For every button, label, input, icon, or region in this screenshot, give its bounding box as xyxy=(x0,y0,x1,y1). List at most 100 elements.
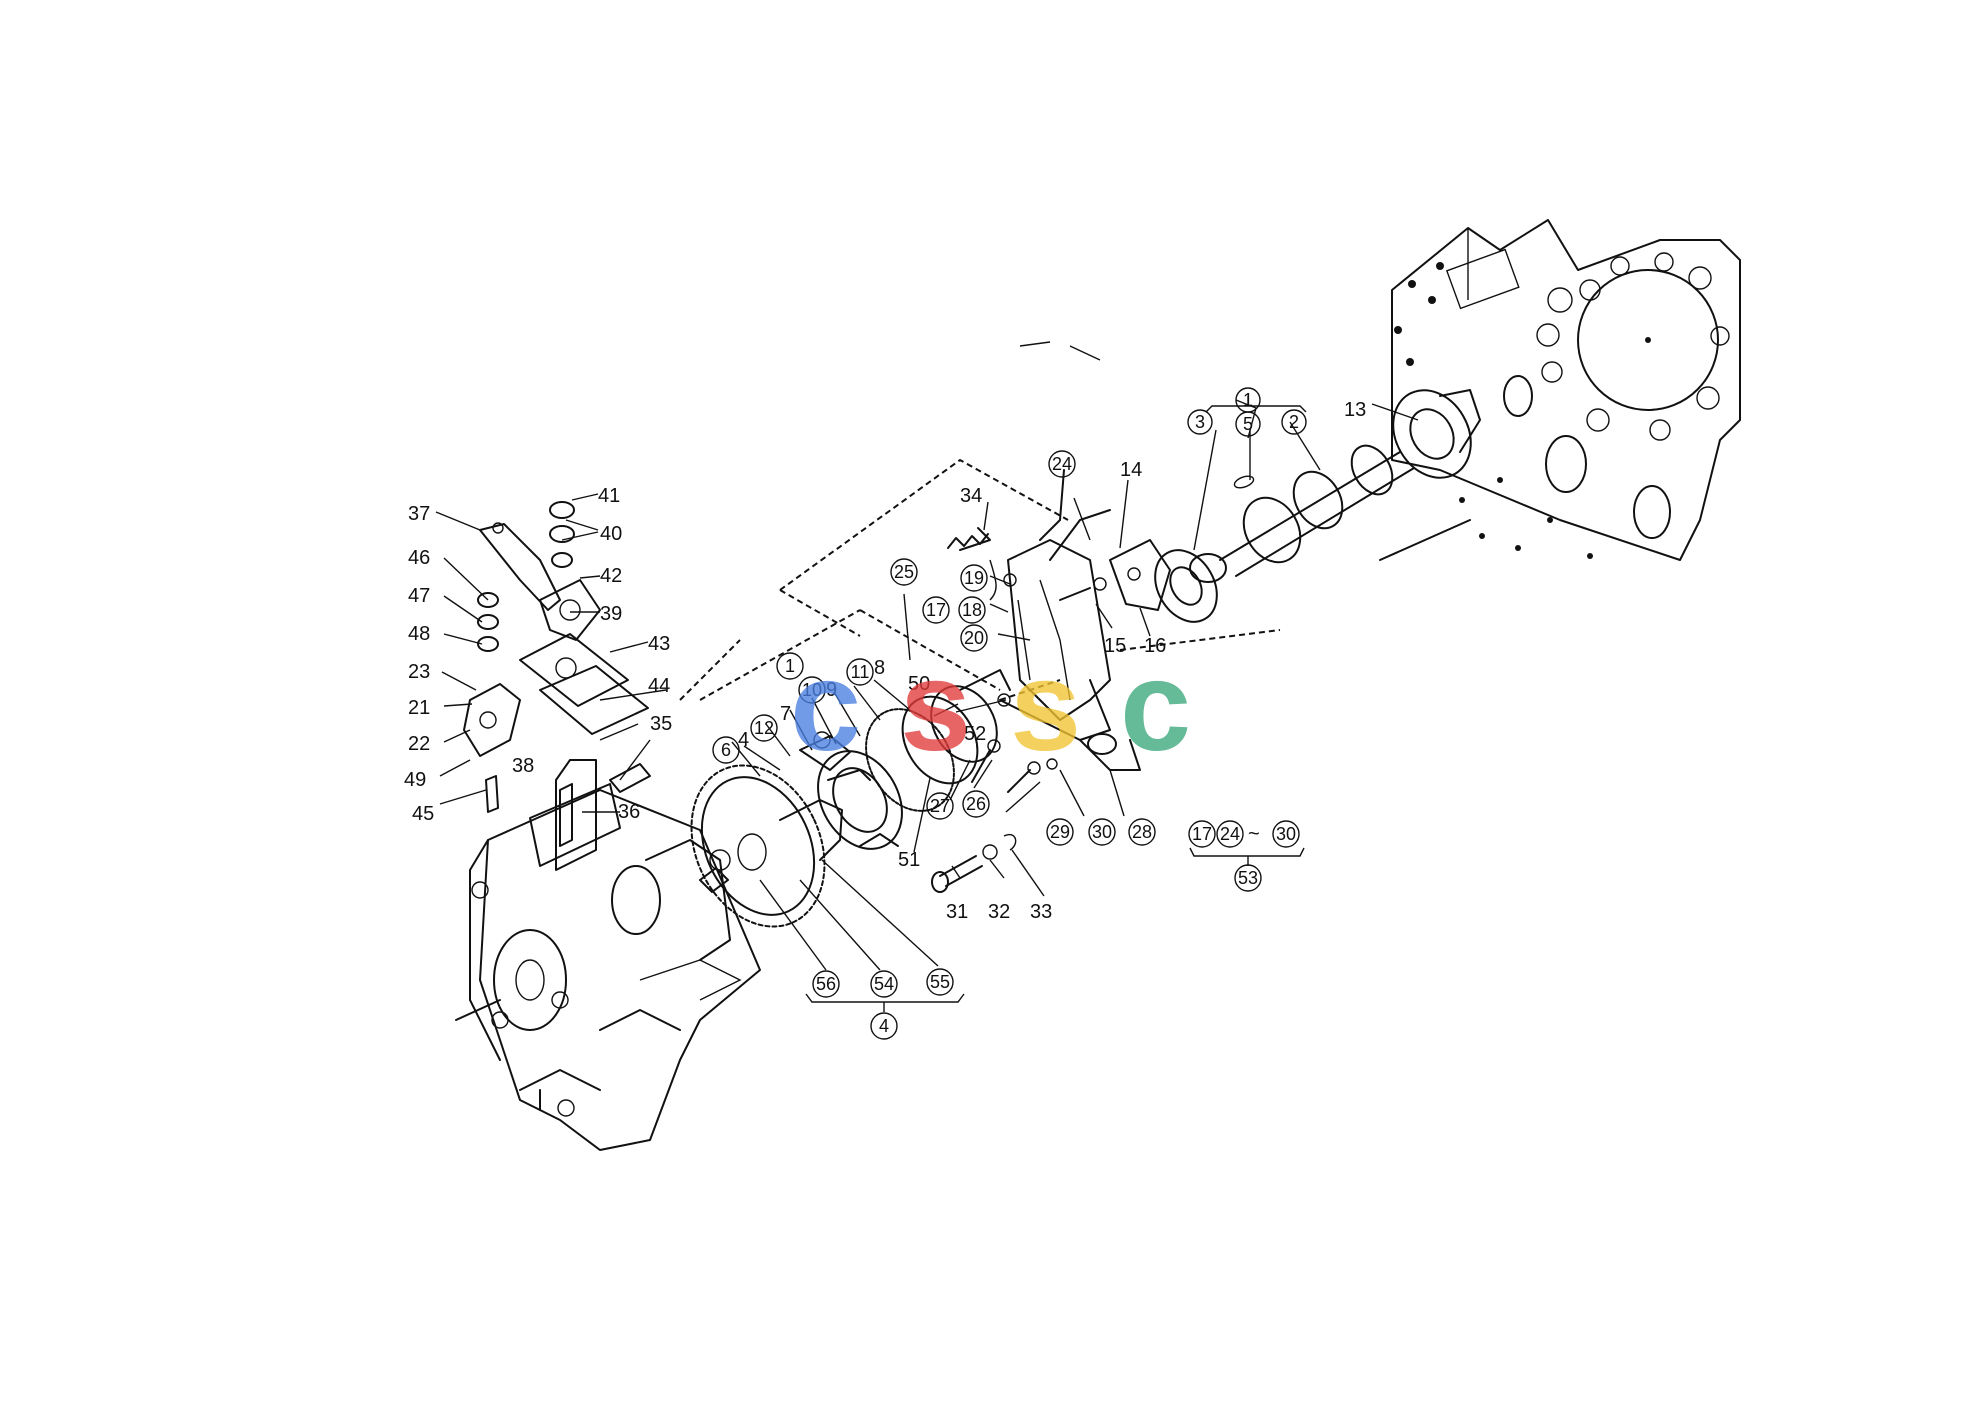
label-46: 46 xyxy=(408,547,430,569)
svg-text:27: 27 xyxy=(930,796,950,816)
label-14: 14 xyxy=(1120,459,1142,481)
bolt-set-31-33 xyxy=(931,833,1017,893)
bracket-53 xyxy=(1189,847,1305,866)
callout-5: 5 xyxy=(1235,411,1261,437)
label-34: 34 xyxy=(960,485,982,507)
gear-case-housing xyxy=(455,759,761,1151)
svg-text:4: 4 xyxy=(879,1016,889,1036)
label-23: 23 xyxy=(408,661,430,683)
svg-text:20: 20 xyxy=(964,628,984,648)
callout-4: 4 xyxy=(870,1012,898,1040)
callout-53: 53 xyxy=(1234,864,1262,892)
callout-29: 29 xyxy=(1046,818,1074,846)
label-21: 21 xyxy=(408,697,430,719)
svg-text:24: 24 xyxy=(1220,824,1240,844)
timing-gear-assembly xyxy=(690,669,1011,928)
label-33: 33 xyxy=(1030,901,1052,923)
label-50: 50 xyxy=(908,673,930,695)
svg-text:10: 10 xyxy=(802,680,822,700)
svg-text:12: 12 xyxy=(754,718,774,738)
callout-56: 56 xyxy=(812,970,840,998)
callout-30-group: 30 xyxy=(1272,820,1300,848)
reference-outline-governor xyxy=(779,458,1281,701)
callout-54: 54 xyxy=(870,970,898,998)
watermark-logo: c s s c xyxy=(790,635,1191,778)
label-45: 45 xyxy=(412,803,434,825)
svg-text:26: 26 xyxy=(966,794,986,814)
bracket-1 xyxy=(1205,396,1307,413)
lever-cover-assembly xyxy=(463,501,651,847)
label-22: 22 xyxy=(408,733,430,755)
label-47: 47 xyxy=(408,585,430,607)
label-16: 16 xyxy=(1144,635,1166,657)
callout-24: 24 xyxy=(1048,450,1076,478)
svg-text:2: 2 xyxy=(1289,412,1299,432)
callout-6: 6 xyxy=(712,736,740,764)
svg-text:56: 56 xyxy=(816,974,836,994)
svg-text:17: 17 xyxy=(1192,824,1212,844)
callout-10: 10 xyxy=(798,676,826,704)
callout-24-group: 24 xyxy=(1216,820,1244,848)
label-tilde: ~ xyxy=(1248,823,1260,845)
callout-25: 25 xyxy=(890,558,918,586)
callout-2: 2 xyxy=(1281,409,1307,435)
callout-11: 11 xyxy=(846,658,874,686)
engine-block xyxy=(1379,219,1741,561)
callout-55: 55 xyxy=(926,968,954,996)
label-52: 52 xyxy=(964,723,986,745)
callout-30: 30 xyxy=(1088,818,1116,846)
svg-text:3: 3 xyxy=(1195,412,1205,432)
svg-text:1: 1 xyxy=(785,656,795,676)
label-35: 35 xyxy=(650,713,672,735)
callout-28: 28 xyxy=(1128,818,1156,846)
callout-12: 12 xyxy=(750,714,778,742)
svg-text:53: 53 xyxy=(1238,868,1258,888)
svg-text:11: 11 xyxy=(851,662,870,682)
watermark-letter-4: c xyxy=(1120,635,1191,778)
callout-26: 26 xyxy=(962,790,990,818)
svg-text:1: 1 xyxy=(1243,390,1253,410)
label-51: 51 xyxy=(898,849,920,871)
label-8: 8 xyxy=(874,657,885,679)
callout-1-top: 1 xyxy=(1235,387,1261,413)
governor-lever-assembly xyxy=(947,469,1141,793)
svg-text:18: 18 xyxy=(962,600,982,620)
svg-text:55: 55 xyxy=(930,972,950,992)
svg-text:54: 54 xyxy=(874,974,894,994)
watermark-letter-2: s xyxy=(900,635,971,778)
label-43: 43 xyxy=(648,633,670,655)
svg-text:6: 6 xyxy=(721,740,731,760)
label-48: 48 xyxy=(408,623,430,645)
callout-3: 3 xyxy=(1187,409,1213,435)
bracket-4 xyxy=(805,993,965,1012)
label-31: 31 xyxy=(946,901,968,923)
label-15: 15 xyxy=(1104,635,1126,657)
leader-lines xyxy=(435,341,1419,971)
reference-outline-gear xyxy=(679,609,1001,701)
svg-text:29: 29 xyxy=(1050,822,1070,842)
label-39: 39 xyxy=(600,603,622,625)
label-49: 49 xyxy=(404,769,426,791)
label-32: 32 xyxy=(988,901,1010,923)
svg-text:5: 5 xyxy=(1243,414,1253,434)
callout-17: 17 xyxy=(922,596,950,624)
svg-text:19: 19 xyxy=(964,568,984,588)
label-4-small: 4 xyxy=(738,729,749,751)
label-38: 38 xyxy=(512,755,534,777)
label-9: 9 xyxy=(826,679,837,701)
svg-text:24: 24 xyxy=(1052,454,1072,474)
label-42: 42 xyxy=(600,565,622,587)
label-7: 7 xyxy=(780,703,791,725)
label-40: 40 xyxy=(600,523,622,545)
svg-text:17: 17 xyxy=(926,600,946,620)
callout-17-group: 17 xyxy=(1188,820,1216,848)
label-13: 13 xyxy=(1344,399,1366,421)
label-44: 44 xyxy=(648,675,670,697)
label-36: 36 xyxy=(618,801,640,823)
camshaft-assembly xyxy=(1059,389,1481,623)
svg-text:30: 30 xyxy=(1092,822,1112,842)
label-41: 41 xyxy=(598,485,620,507)
callout-18: 18 xyxy=(958,596,986,624)
